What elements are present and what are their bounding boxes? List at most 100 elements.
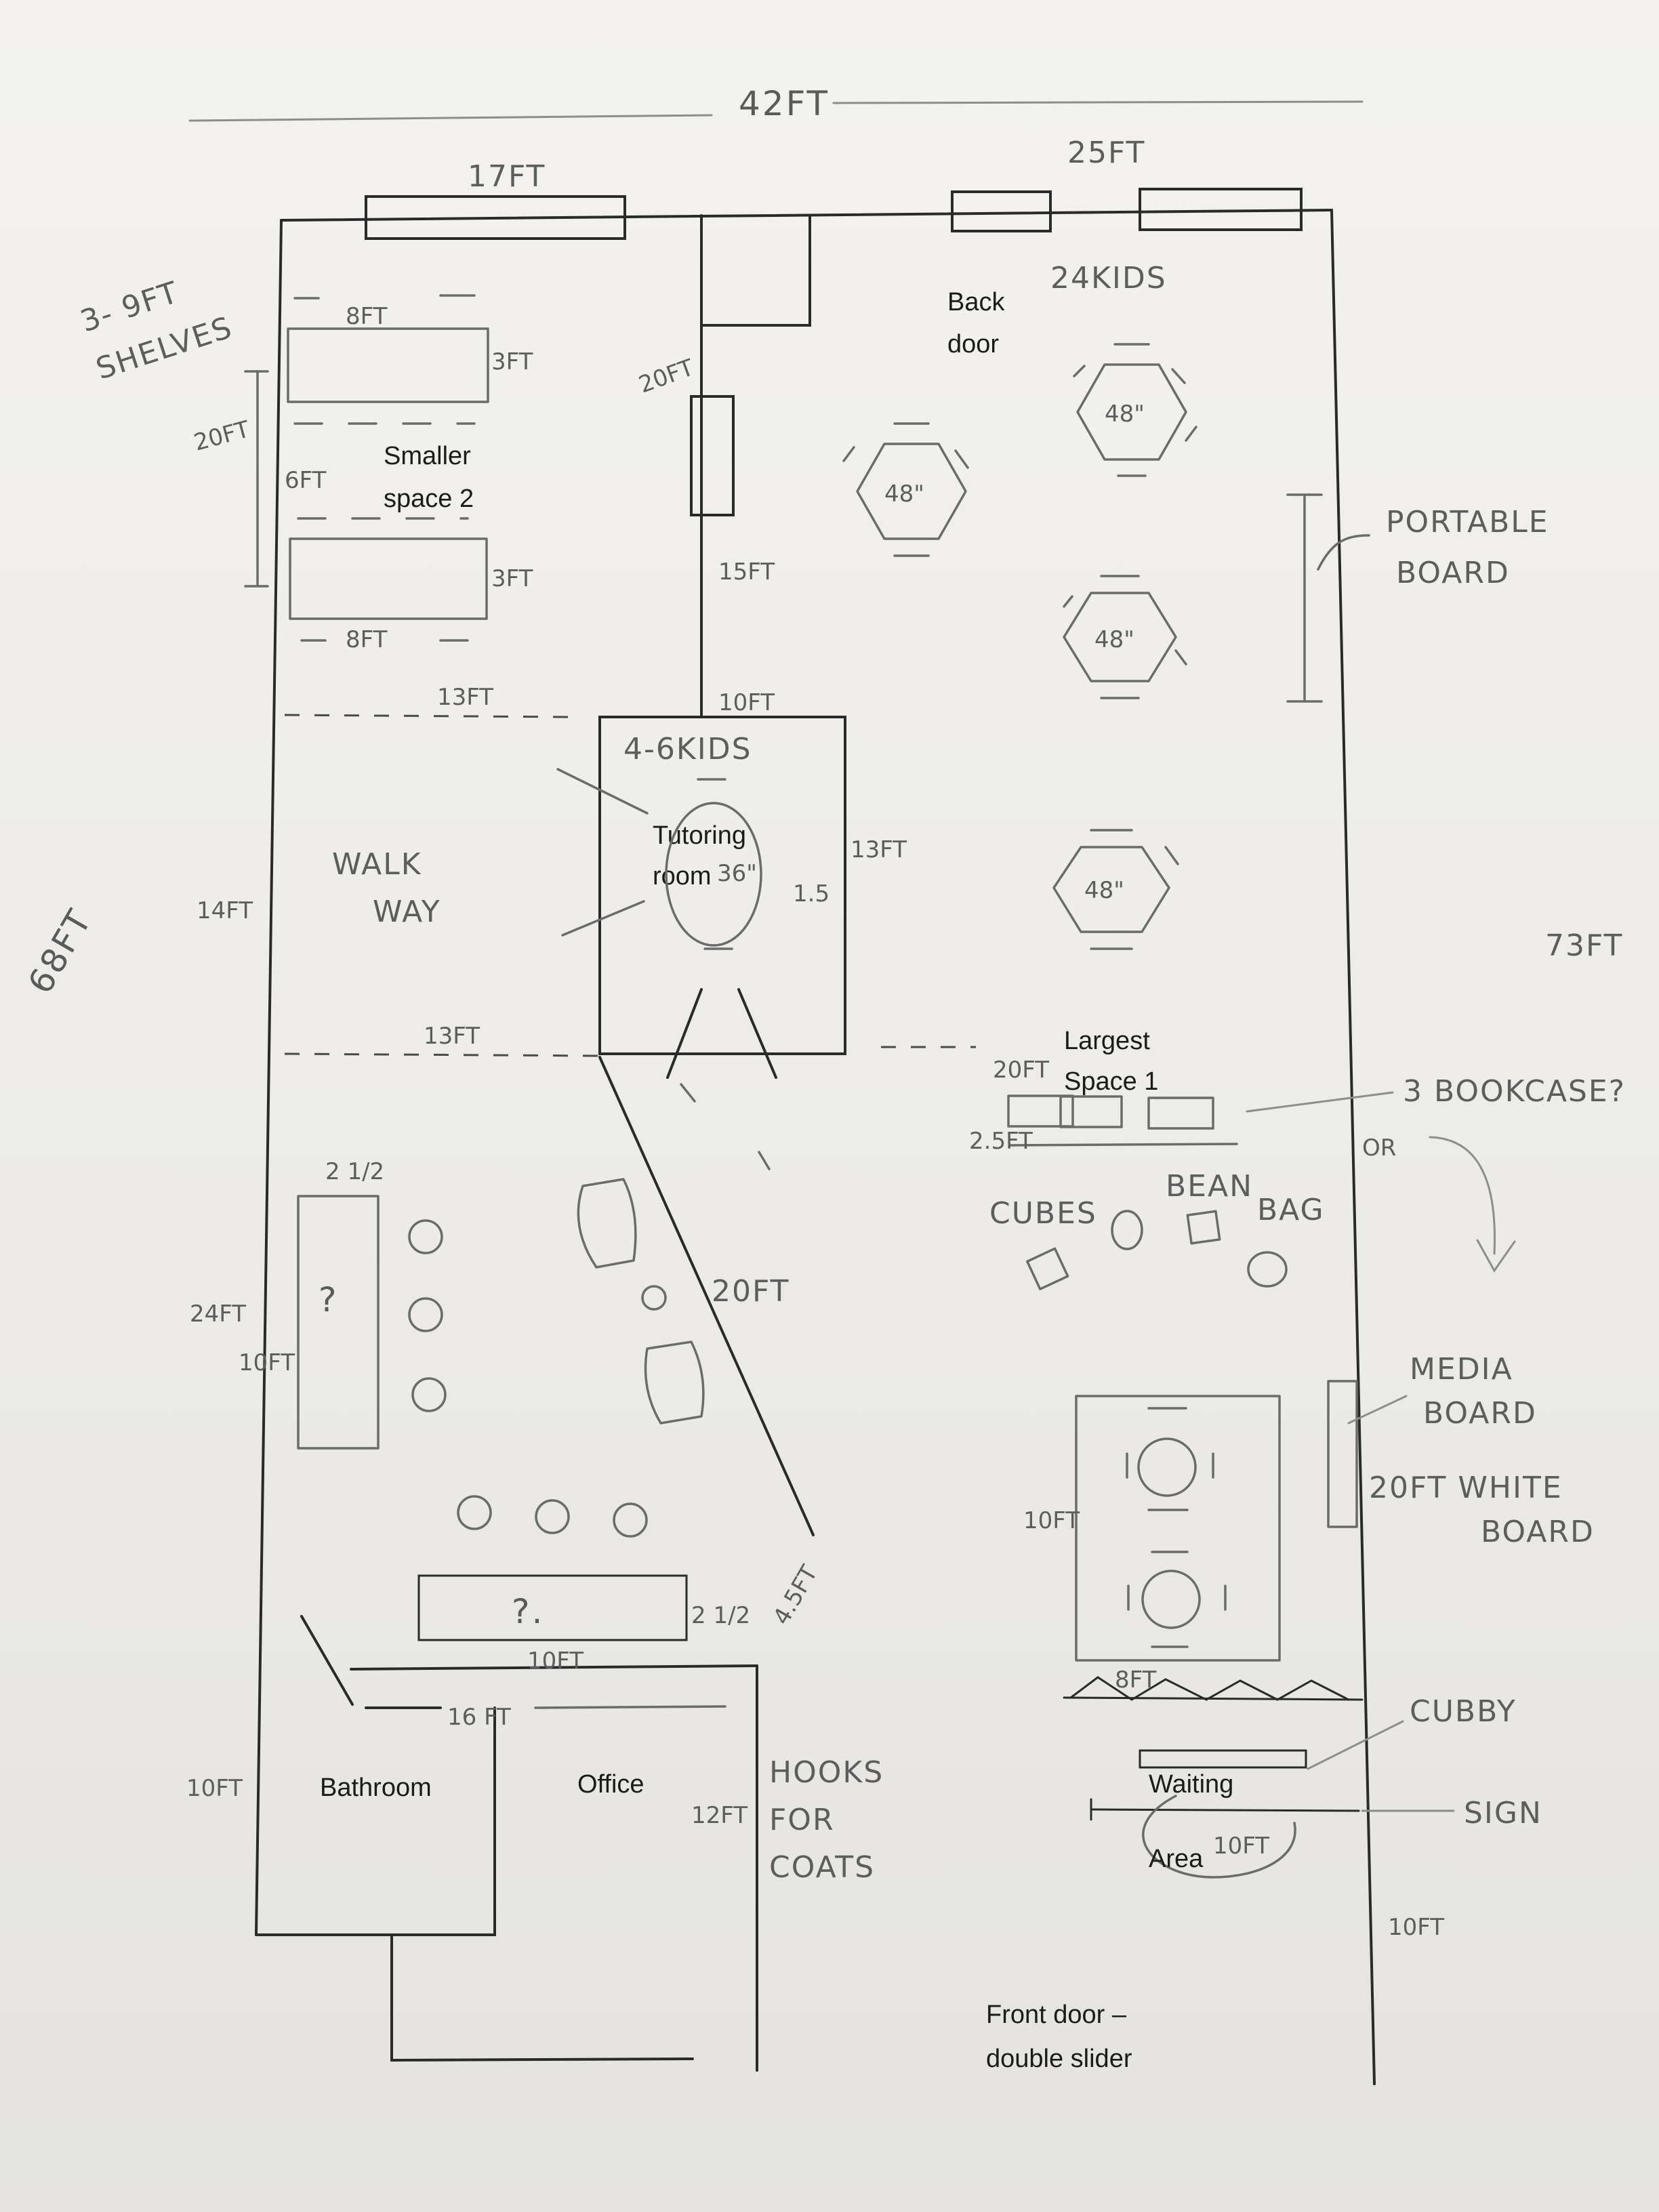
hex-table-3: 48": [1063, 575, 1187, 699]
tutoring-room-label-2: room: [653, 862, 712, 890]
hooks-label-3: COATS: [769, 1850, 875, 1885]
exterior-walls: 17FT 25FT: [255, 136, 1376, 2085]
dim-3a: 3FT: [491, 348, 533, 375]
dim-8a: 8FT: [346, 303, 388, 330]
portable-board-label-2: BOARD: [1396, 556, 1510, 590]
dim-10-bath: 10FT: [186, 1775, 243, 1802]
stool-3: [411, 1377, 447, 1412]
dim-73: 73FT: [1545, 928, 1623, 963]
dim-2-5: 2.5FT: [969, 1128, 1033, 1155]
dim-6: 6FT: [285, 467, 327, 494]
cubes-beanbags: CUBES BEAN BAG: [989, 1169, 1325, 1290]
hex-table-2: 48": [1073, 343, 1197, 477]
dim-1-5: 1.5: [793, 880, 830, 907]
window-small: [951, 190, 1052, 232]
window-25ft: [1139, 188, 1303, 231]
lower-table-question: ?.: [512, 1592, 544, 1631]
bean-label-1: BEAN: [1166, 1169, 1253, 1204]
dim-17: 17FT: [468, 159, 546, 194]
interior-wall-center: 20FT 15FT: [635, 214, 811, 716]
back-door-label-1: Back: [947, 288, 1005, 316]
walkway-label-1: WALK: [332, 847, 422, 882]
cubby: 8FT CUBBY: [1063, 1666, 1517, 1770]
dim-16: 16 FT: [447, 1704, 511, 1731]
left-table-question: ?: [319, 1280, 339, 1319]
whiteboard-label-1: 20FT WHITE: [1369, 1471, 1563, 1505]
table-size-4: 48": [1084, 877, 1124, 904]
stool-6: [613, 1502, 648, 1538]
hooks-label-2: FOR: [769, 1803, 835, 1837]
kids-24-label: 24KIDS: [1050, 261, 1167, 295]
walkway-label-2: WAY: [373, 895, 441, 929]
dim-25: 25FT: [1067, 136, 1145, 170]
front-door-label-1: Front door –: [986, 2001, 1127, 2029]
large-table: 10FT: [1023, 1395, 1281, 1662]
table-size-2: 48": [1105, 401, 1145, 428]
overall-width-dimension: 42FT: [188, 84, 1364, 123]
armchair-2: [644, 1340, 705, 1425]
dim-2-half-b: 2 1/2: [691, 1602, 750, 1629]
dim-20-mid: 20FT: [635, 354, 697, 398]
waiting-label-2: Area: [1149, 1845, 1204, 1873]
table-size-1: 48": [884, 480, 924, 508]
dim-20-bk: 20FT: [993, 1057, 1049, 1084]
window-17ft: [365, 195, 626, 240]
stool-4: [457, 1495, 492, 1530]
tutoring-room-label-1: Tutoring: [653, 821, 746, 850]
media-label-2: BOARD: [1423, 1396, 1537, 1431]
dim-10-front: 10FT: [1388, 1914, 1444, 1941]
waiting-label-1: Waiting: [1149, 1770, 1233, 1799]
tutoring-room: 10FT 4-6KIDS Tutoring room 36" 1.5 13FT: [556, 689, 907, 1079]
dim-20-diag: 20FT: [712, 1274, 790, 1309]
door-panel: [690, 395, 735, 516]
left-table: ? 2 1/2 24FT 10FT: [190, 1158, 648, 1538]
stool-5: [535, 1499, 570, 1534]
dim-8b: 8FT: [346, 626, 388, 653]
largest-space-label-1: Largest: [1064, 1027, 1150, 1055]
dim-10-q: 10FT: [239, 1349, 295, 1376]
dim-42: 42FT: [739, 84, 830, 123]
lower-table: ?. 2 1/2: [417, 1574, 750, 1641]
dim-10-table: 10FT: [1023, 1507, 1080, 1534]
stool-2: [408, 1297, 443, 1332]
dim-20-left: 20FT: [191, 416, 253, 457]
shelf-1: [287, 327, 489, 403]
media-board: MEDIA BOARD 20FT WHITE BOARD: [1327, 1352, 1595, 1549]
cubby-label: CUBBY: [1410, 1694, 1517, 1729]
portable-board: PORTABLE BOARD: [1286, 493, 1549, 703]
dim-4-5: 4.5FT: [768, 1561, 823, 1629]
hex-table-1: 48": [842, 422, 969, 557]
kids-4-6-label: 4-6KIDS: [623, 732, 752, 766]
dim-13-tut: 13FT: [851, 836, 907, 863]
stool-1: [408, 1219, 443, 1254]
bookcases: 20FT 2.5FT 3 BOOKCASE? OR: [969, 1057, 1626, 1273]
waiting-area: Waiting Area 10FT SIGN 10FT: [1090, 1749, 1541, 1941]
back-door-label-2: door: [947, 330, 999, 359]
largest-space-label-2: Space 1: [1064, 1067, 1158, 1096]
media-label-1: MEDIA: [1410, 1352, 1513, 1387]
bathroom-label: Bathroom: [320, 1774, 432, 1802]
bookcase-label: 3 BOOKCASE?: [1403, 1074, 1626, 1109]
dim-36: 36": [717, 860, 757, 887]
dim-14: 14FT: [197, 897, 253, 924]
round-table: [665, 802, 762, 947]
side-table: [641, 1285, 667, 1311]
or-label: OR: [1362, 1134, 1396, 1162]
front-door-label-2: double slider: [986, 2045, 1132, 2073]
whiteboard-label-2: BOARD: [1481, 1515, 1595, 1549]
bean-label-2: BAG: [1257, 1193, 1325, 1227]
table-size-3: 48": [1094, 626, 1134, 653]
dim-12: 12FT: [691, 1802, 747, 1829]
dim-10-desk: 10FT: [527, 1647, 583, 1675]
shelf-2: [289, 537, 488, 620]
bathroom-office-block: 16 FT 10FT Bathroom Office 10FT 12FT HOO…: [186, 1615, 884, 2072]
dim-13-top: 13FT: [437, 684, 493, 711]
dim-3b: 3FT: [491, 565, 533, 592]
hooks-label-1: HOOKS: [769, 1755, 884, 1790]
smaller-space-label-2: space 2: [384, 485, 474, 513]
cubes-label: CUBES: [989, 1196, 1097, 1231]
dim-10-tut: 10FT: [718, 689, 775, 716]
portable-board-label-1: PORTABLE: [1386, 505, 1549, 539]
office-label: Office: [577, 1770, 644, 1799]
